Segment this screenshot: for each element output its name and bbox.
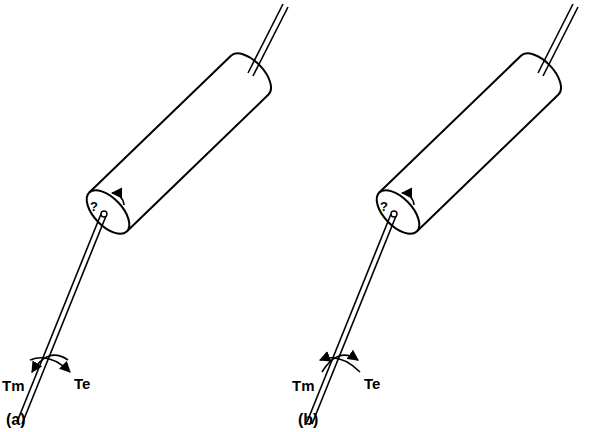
torque-label: Tm (2, 378, 25, 393)
unknown-direction: ? (90, 200, 98, 213)
torque-arrow (320, 358, 360, 372)
unknown-direction: ? (380, 200, 388, 213)
torque-label: Tm (292, 378, 315, 393)
panel-label: (a) (6, 412, 26, 428)
torque-arrow (30, 358, 70, 372)
motor-a (17, 4, 288, 424)
torque-label: Te (74, 376, 90, 391)
panel-label: (b) (298, 412, 318, 428)
torque-label: Te (364, 376, 380, 391)
motor-b (307, 4, 578, 424)
